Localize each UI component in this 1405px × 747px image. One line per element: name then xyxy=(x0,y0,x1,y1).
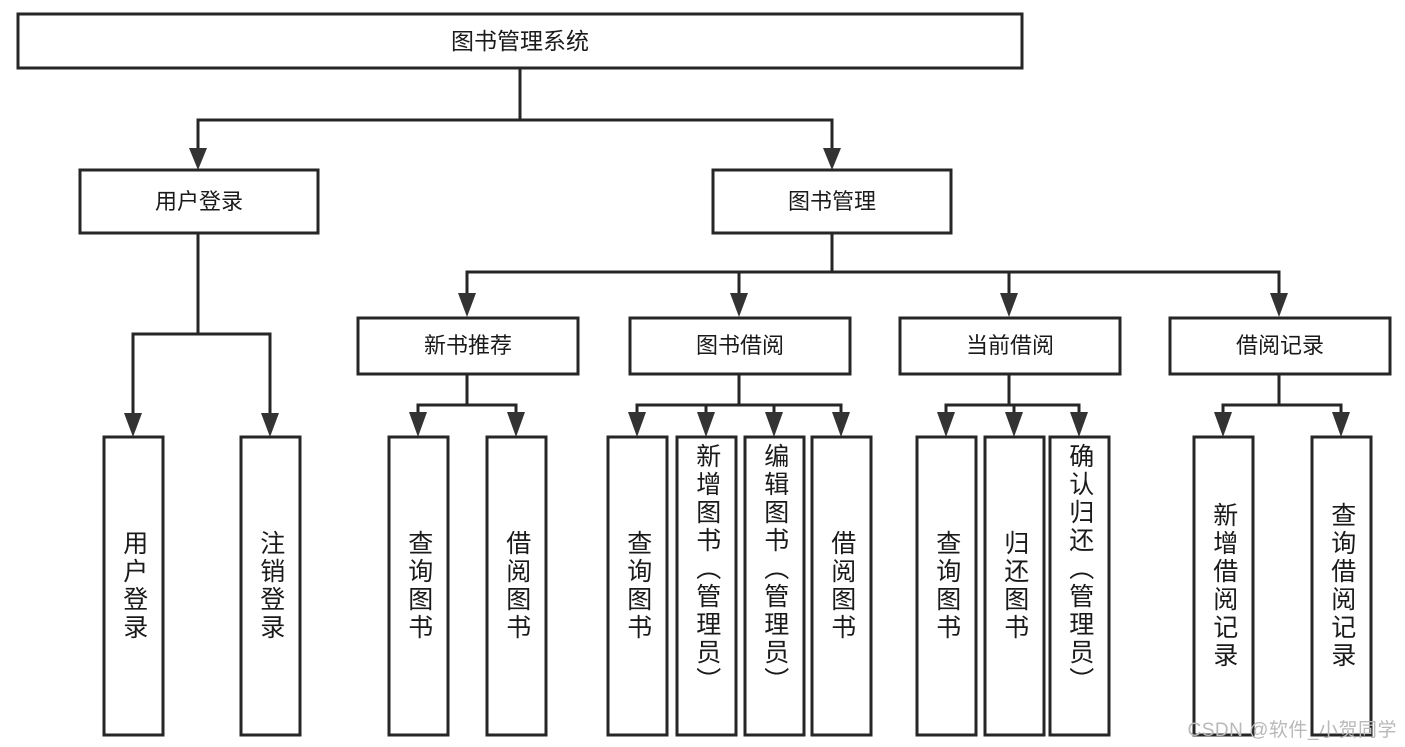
leaf-box-add-book-admin[interactable] xyxy=(675,435,738,737)
leaf-box-return-book[interactable] xyxy=(983,435,1046,737)
leaf-box-user-login[interactable] xyxy=(102,435,165,737)
leaf-box-logout[interactable] xyxy=(239,435,302,737)
node-root-label: 图书管理系统 xyxy=(451,28,589,54)
connector-userlogin-to-leaves xyxy=(124,231,279,437)
connector-bookborrow-to-leaves xyxy=(628,372,850,437)
leaf-box-query-books-current[interactable] xyxy=(915,435,978,737)
connector-borrowrecord-to-leaves xyxy=(1214,372,1350,437)
leaf-box-query-books-recommend[interactable] xyxy=(387,435,450,737)
connector-root-to-level2 xyxy=(189,66,841,170)
node-borrow-record[interactable]: 借阅记录 xyxy=(1168,316,1392,376)
leaf-box-query-borrow-record[interactable] xyxy=(1310,435,1373,737)
node-new-book-recommend-label: 新书推荐 xyxy=(424,333,512,358)
leaf-box-query-books-borrow[interactable] xyxy=(606,435,669,737)
leaf-box-confirm-return-admin[interactable] xyxy=(1048,435,1111,737)
connector-newbook-to-leaves xyxy=(409,372,525,437)
node-new-book-recommend[interactable]: 新书推荐 xyxy=(356,316,580,376)
leaf-box-add-borrow-record[interactable] xyxy=(1192,435,1255,737)
node-user-login-label: 用户登录 xyxy=(155,189,243,214)
leaf-box-borrow-book[interactable] xyxy=(810,435,873,737)
leaf-box-borrow-books-recommend[interactable] xyxy=(485,435,548,737)
node-borrow-record-label: 借阅记录 xyxy=(1236,333,1324,358)
node-book-borrow-label: 图书借阅 xyxy=(696,333,784,358)
connector-currentborrow-to-leaves xyxy=(937,372,1088,437)
node-book-borrow[interactable]: 图书借阅 xyxy=(628,316,852,376)
node-current-borrow[interactable]: 当前借阅 xyxy=(898,316,1122,376)
connector-bookmgmt-to-groups xyxy=(458,231,1288,317)
node-current-borrow-label: 当前借阅 xyxy=(966,333,1054,358)
node-root[interactable]: 图书管理系统 xyxy=(16,12,1024,70)
node-book-management[interactable]: 图书管理 xyxy=(711,168,953,235)
node-user-login[interactable]: 用户登录 xyxy=(78,168,320,235)
node-book-management-label: 图书管理 xyxy=(788,189,876,214)
leaf-box-edit-book-admin[interactable] xyxy=(743,435,806,737)
